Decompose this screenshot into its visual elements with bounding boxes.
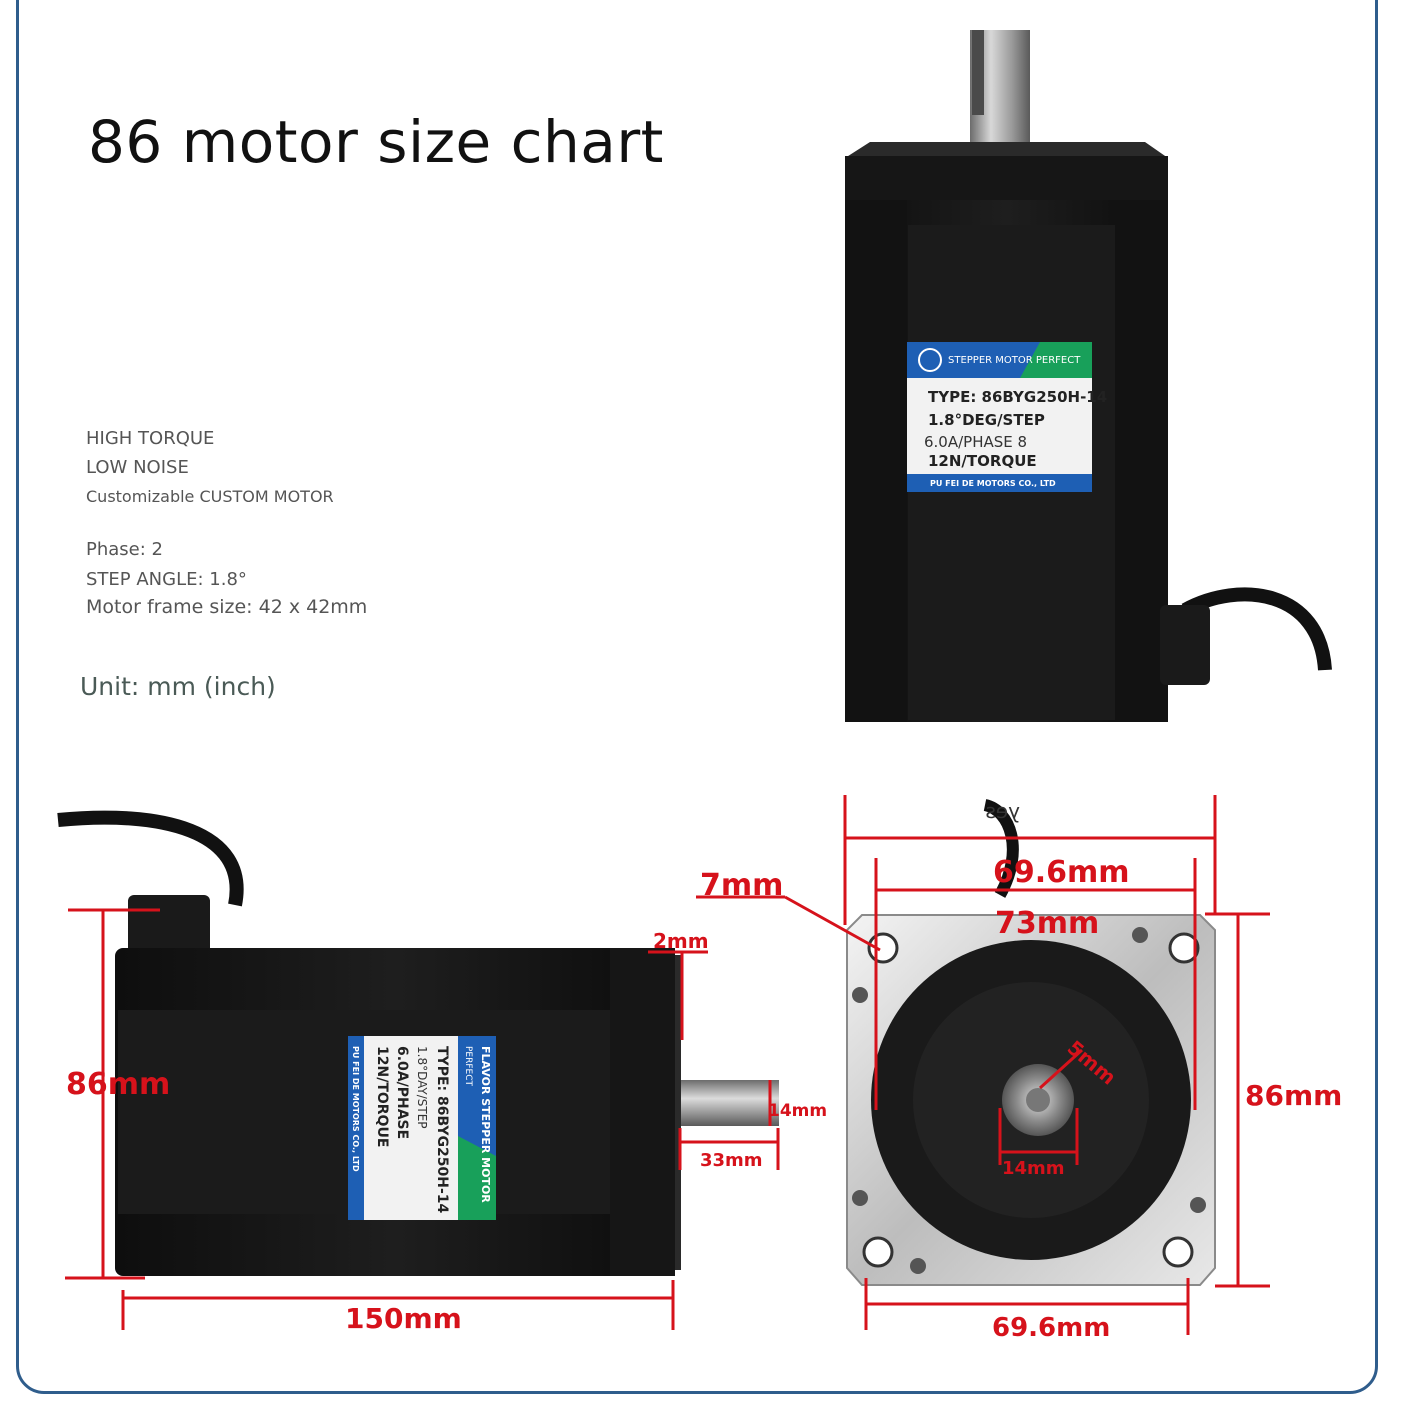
side-label-torque: 12N/TORQUE [374,1046,390,1147]
mirrored-text: yes [985,799,1020,823]
side-cable [57,810,244,907]
label-step: 1.8°DEG/STEP [928,411,1045,429]
spec-phase: Phase: 2 [86,539,163,560]
label-type: TYPE: 86BYG250H-14 [928,388,1107,406]
dim-hole-pitch: 69.6mm [993,855,1130,890]
side-label: FLAVOR STEPPER MOTOR PERFECT TYPE: 86BYG… [348,1036,496,1220]
side-label-current: 6.0A/PHASE [394,1046,410,1139]
dim-shaft-dia: 14mm [768,1101,827,1121]
feature-custom: Customizable CUSTOM MOTOR [86,487,334,506]
motor-flange-top [845,156,1168,202]
dim-front-height: 86mm [1245,1079,1342,1112]
label-current: 6.0A/PHASE 8 [924,433,1027,451]
unit-label: Unit: mm (inch) [80,672,276,701]
label-torque: 12N/TORQUE [928,452,1037,470]
feature-high-torque: HIGH TORQUE [86,428,215,449]
mount-holes [862,932,1200,1268]
side-label-brand: FLAVOR STEPPER MOTOR [479,1046,492,1203]
motor-side-view: FLAVOR STEPPER MOTOR PERFECT TYPE: 86BYG… [57,810,827,1335]
dim-shaft-front: 14mm [1002,1158,1065,1179]
side-label-step: 1.8°DAY/STEP [415,1046,429,1129]
label-brand: STEPPER MOTOR PERFECT [948,355,1081,366]
label-maker: PU FEI DE MOTORS CO., LTD [930,479,1056,488]
feature-low-noise: LOW NOISE [86,457,189,478]
side-label-maker: PU FEI DE MOTORS CO., LTD [351,1046,360,1172]
spec-frame-size: Motor frame size: 42 x 42mm [86,596,368,618]
page-frame [16,0,1378,1394]
side-label-sub: PERFECT [463,1046,473,1087]
side-label-type: TYPE: 86BYG250H-14 [434,1046,450,1213]
dim-shaft-len: 33mm [700,1150,763,1171]
motor-label-top: STEPPER MOTOR PERFECT TYPE: 86BYG250H-14… [907,342,1107,492]
side-shaft [681,1080,779,1126]
dim-side-height: 86mm [66,1067,170,1102]
dim-flange-gap: 2mm [653,929,709,953]
front-dimension-lines [696,795,1270,1335]
dim-side-length: 150mm [345,1302,462,1335]
spec-step-angle: STEP ANGLE: 1.8° [86,569,247,590]
dim-hole-offset: 7mm [700,868,783,903]
page-title: 86 motor size chart [88,108,664,176]
side-dimension-lines [65,908,780,1330]
dim-front-bottom: 69.6mm [992,1313,1110,1343]
motor-front-view: yes 7mm 69.6mm 73mm 86mm 69.6mm 5mm 14mm [696,795,1342,1343]
motor-cable [1181,587,1332,671]
small-screws [852,927,1206,1274]
dim-face-width: 73mm [995,906,1099,941]
motor-top-view: STEPPER MOTOR PERFECT TYPE: 86BYG250H-14… [845,30,1332,722]
